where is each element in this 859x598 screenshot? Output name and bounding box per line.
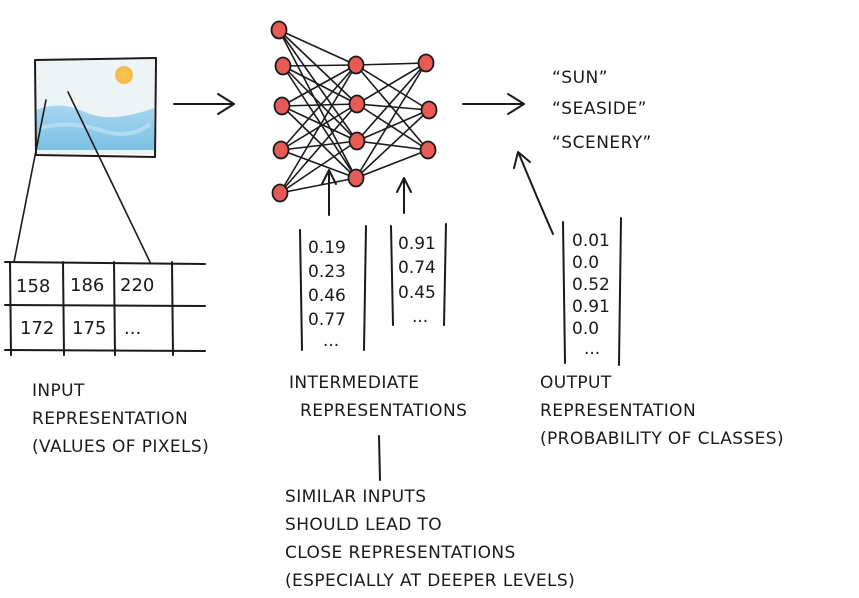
network-edge xyxy=(355,109,430,179)
network-edge xyxy=(281,105,358,142)
network-edge xyxy=(281,64,357,107)
network-edge xyxy=(355,64,430,111)
table-cell: 220 xyxy=(120,275,154,296)
network-edge xyxy=(281,103,358,107)
note-line: SHOULD LEAD TO xyxy=(285,515,442,535)
connector-line xyxy=(378,435,381,481)
table-cell: 175 xyxy=(72,318,106,339)
network-node xyxy=(347,168,365,188)
connector-line xyxy=(67,91,151,263)
network-edge xyxy=(356,62,427,105)
vector-value: 0.45 xyxy=(398,283,436,303)
vector-value: ... xyxy=(412,307,428,327)
network-edge xyxy=(356,140,429,151)
table-cell: ... xyxy=(124,318,141,339)
label-line: INPUT xyxy=(32,381,85,401)
network-node xyxy=(272,140,290,160)
network-node xyxy=(417,53,435,73)
network-node xyxy=(271,183,289,203)
label-line: OUTPUT xyxy=(540,373,612,393)
label-line: (VALUES OF PIXELS) xyxy=(32,437,209,457)
vector-value: 0.52 xyxy=(572,275,610,295)
network-edge xyxy=(356,103,430,111)
network-edge xyxy=(355,62,427,179)
network-edge xyxy=(279,140,358,194)
arrow-right-icon xyxy=(462,93,525,115)
network-edge xyxy=(279,103,358,194)
vector-value: 0.19 xyxy=(308,238,346,258)
intermediate-representations-label: INTERMEDIATE REPRESENTATIONS xyxy=(289,373,467,421)
connector-line xyxy=(13,99,47,263)
vector-value: 0.91 xyxy=(398,234,436,254)
intermediate-vector-2: 0.91 0.74 0.45 ... xyxy=(390,223,447,327)
network-edge xyxy=(278,29,357,66)
network-edge xyxy=(280,64,357,151)
class-label-seaside: “SEASIDE” xyxy=(552,99,647,119)
network-node xyxy=(270,20,288,40)
arrow-up-icon xyxy=(396,177,412,214)
arrow-up-icon xyxy=(321,169,337,216)
vector-value: 0.46 xyxy=(308,286,346,306)
arrow-up-icon xyxy=(513,151,554,235)
label-line: (PROBABILITY OF CLASSES) xyxy=(540,429,784,449)
vector-value: 0.91 xyxy=(572,297,610,317)
table-cell: 172 xyxy=(20,318,54,339)
network-edge xyxy=(278,29,357,179)
network-edge xyxy=(279,177,357,194)
label-line: REPRESENTATION xyxy=(32,409,188,429)
vector-value: 0.01 xyxy=(572,231,610,251)
note-line: SIMILAR INPUTS xyxy=(285,487,426,507)
vector-value: 0.0 xyxy=(572,253,599,273)
input-image-icon xyxy=(34,57,157,158)
sun-icon xyxy=(115,66,133,84)
network-node xyxy=(420,100,438,120)
network-edge xyxy=(281,105,357,179)
network-edge xyxy=(355,62,427,66)
vector-value: 0.74 xyxy=(398,258,436,278)
network-edge xyxy=(356,62,427,142)
intermediate-vector-1: 0.19 0.23 0.46 0.77 ... xyxy=(299,225,367,351)
network-edge xyxy=(280,140,358,151)
vector-value: ... xyxy=(323,331,339,351)
network-edge xyxy=(282,65,357,179)
output-representation-label: OUTPUT REPRESENTATION (PROBABILITY OF CL… xyxy=(540,373,784,449)
label-line: INTERMEDIATE xyxy=(289,373,419,393)
class-label-sun: “SUN” xyxy=(552,68,608,88)
note-line: CLOSE REPRESENTATIONS xyxy=(285,543,516,563)
label-line: REPRESENTATIONS xyxy=(300,401,467,421)
network-node xyxy=(348,94,366,114)
vector-value: 0.0 xyxy=(572,319,599,339)
table-cell: 186 xyxy=(70,275,104,296)
vector-value: 0.23 xyxy=(308,262,346,282)
network-edge xyxy=(356,109,430,142)
network-edge xyxy=(356,103,429,151)
network-edge xyxy=(282,65,358,142)
network-edge xyxy=(282,64,357,67)
network-edge xyxy=(280,149,357,179)
network-node xyxy=(273,96,291,116)
network-node xyxy=(348,131,366,151)
network-node xyxy=(274,56,292,76)
network-edge xyxy=(278,29,358,105)
class-label-scenery: “SCENERY” xyxy=(552,133,652,153)
neural-network-icon xyxy=(270,20,438,203)
output-vector: 0.01 0.0 0.52 0.91 0.0 ... xyxy=(562,217,622,366)
input-representation-label: INPUT REPRESENTATION (VALUES OF PIXELS) xyxy=(32,381,209,457)
network-edge xyxy=(355,149,429,179)
network-node xyxy=(347,55,365,75)
table-cell: 158 xyxy=(16,276,50,297)
vector-value: 0.77 xyxy=(308,310,346,330)
vector-value: ... xyxy=(584,339,600,359)
arrow-right-icon xyxy=(173,93,235,115)
pixel-table: 158 186 220 172 175 ... xyxy=(4,261,206,356)
note-line: (ESPECIALLY AT DEEPER LEVELS) xyxy=(285,571,575,591)
network-edge xyxy=(279,64,357,194)
similarity-note: SIMILAR INPUTS SHOULD LEAD TO CLOSE REPR… xyxy=(285,487,575,591)
label-line: REPRESENTATION xyxy=(540,401,696,421)
network-node xyxy=(419,140,437,160)
